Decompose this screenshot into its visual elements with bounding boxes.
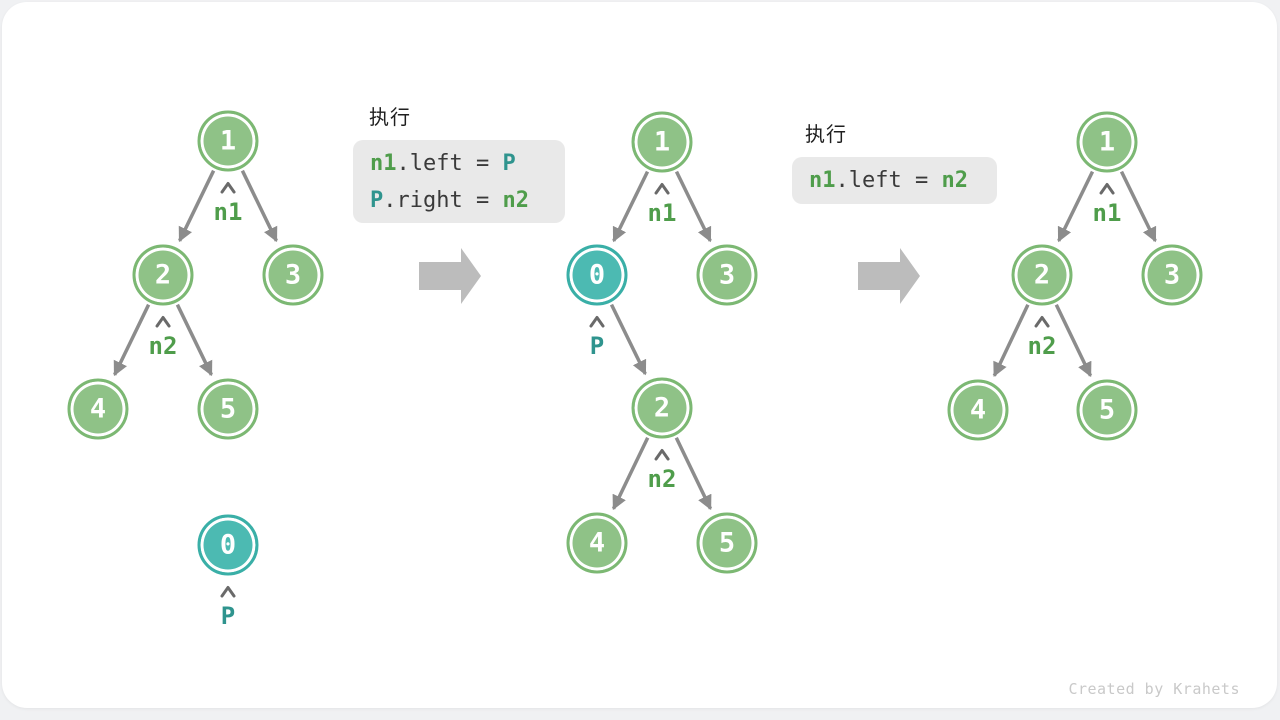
tree-node-after-insert-4: 4 xyxy=(566,512,628,574)
node-value: 5 xyxy=(1098,394,1116,426)
pointer-caret-icon xyxy=(220,182,236,194)
code-token: n2 xyxy=(941,168,968,193)
tree-node-initial-2: 2 xyxy=(132,244,194,306)
node-value: 3 xyxy=(1163,259,1181,291)
transition-arrow-icon xyxy=(419,248,481,304)
pointer-label: n2 xyxy=(647,465,677,493)
exec-header-2: 执行 xyxy=(805,124,847,146)
tree-node-result-2: 2 xyxy=(1011,244,1073,306)
tree-node-after-insert-3: 3 xyxy=(696,244,758,306)
node-value: 0 xyxy=(219,529,237,561)
pointer-P-initial: P xyxy=(219,585,238,629)
pointer-label: P xyxy=(220,602,236,630)
node-value: 0 xyxy=(588,259,606,291)
tree-node-after-insert-5: 5 xyxy=(696,512,758,574)
node-value: 3 xyxy=(284,259,302,291)
pointer-caret-icon xyxy=(220,586,236,598)
pointer-label: n1 xyxy=(1092,199,1122,227)
code-token: .right = xyxy=(383,187,503,213)
code-token: P xyxy=(502,150,516,176)
tree-node-after-insert-2: 2 xyxy=(631,377,693,439)
tree-node-after-insert-0: 0 xyxy=(566,244,628,306)
node-value: 5 xyxy=(219,393,237,425)
watermark: Created by Krahets xyxy=(1068,680,1240,698)
tree-node-initial-3: 3 xyxy=(262,244,324,306)
node-value: 1 xyxy=(1098,126,1116,158)
pointer-caret-icon xyxy=(1099,183,1115,195)
code-line: n1.left = P xyxy=(370,145,565,182)
tree-node-initial-0: 0 xyxy=(197,514,259,576)
code-line: P.right = n2 xyxy=(370,182,565,219)
pointer-label: n1 xyxy=(213,198,243,226)
pointer-n2-initial: n2 xyxy=(148,315,178,360)
code-block-2: n1.left = n2 xyxy=(792,157,997,204)
pointer-caret-icon xyxy=(654,449,670,461)
pointer-label: n2 xyxy=(148,332,178,360)
code-token: .left = xyxy=(396,150,503,176)
pointer-label: P xyxy=(589,332,605,360)
code-block-1: n1.left = P P.right = n2 xyxy=(353,140,565,223)
tree-node-result-3: 3 xyxy=(1141,244,1203,306)
tree-node-result-1: 1 xyxy=(1076,111,1138,173)
code-token: n2 xyxy=(502,187,529,213)
pointer-caret-icon xyxy=(1034,316,1050,328)
pointer-n1-result: n1 xyxy=(1092,182,1122,227)
node-value: 1 xyxy=(653,126,671,158)
code-line: n1.left = n2 xyxy=(809,162,997,199)
pointer-caret-icon xyxy=(654,183,670,195)
pointer-n1-after-insert: n1 xyxy=(647,182,677,227)
pointer-P-after-insert: P xyxy=(588,315,607,359)
tree-node-initial-5: 5 xyxy=(197,378,259,440)
code-token: .left = xyxy=(835,168,942,193)
node-value: 2 xyxy=(653,392,671,424)
node-value: 2 xyxy=(154,259,172,291)
tree-node-result-4: 4 xyxy=(947,379,1009,441)
tree-node-initial-4: 4 xyxy=(67,378,129,440)
tree-node-initial-1: 1 xyxy=(197,110,259,172)
pointer-label: n1 xyxy=(647,199,677,227)
code-token: n1 xyxy=(370,150,397,176)
node-value: 5 xyxy=(718,527,736,559)
node-value: 1 xyxy=(219,125,237,157)
code-token: n1 xyxy=(809,168,836,193)
node-value: 4 xyxy=(588,527,606,559)
code-token: P xyxy=(370,187,384,213)
tree-node-result-5: 5 xyxy=(1076,379,1138,441)
node-value: 2 xyxy=(1033,259,1051,291)
pointer-caret-icon xyxy=(589,316,605,328)
pointer-n2-after-insert: n2 xyxy=(647,448,677,493)
pointer-n2-result: n2 xyxy=(1027,315,1057,360)
node-value: 4 xyxy=(89,393,107,425)
pointer-label: n2 xyxy=(1027,332,1057,360)
transition-arrow-icon xyxy=(858,248,920,304)
node-value: 4 xyxy=(969,394,987,426)
node-value: 3 xyxy=(718,259,736,291)
pointer-caret-icon xyxy=(155,316,171,328)
exec-header-1: 执行 xyxy=(369,107,411,129)
tree-node-after-insert-1: 1 xyxy=(631,111,693,173)
pointer-n1-initial: n1 xyxy=(213,181,243,226)
